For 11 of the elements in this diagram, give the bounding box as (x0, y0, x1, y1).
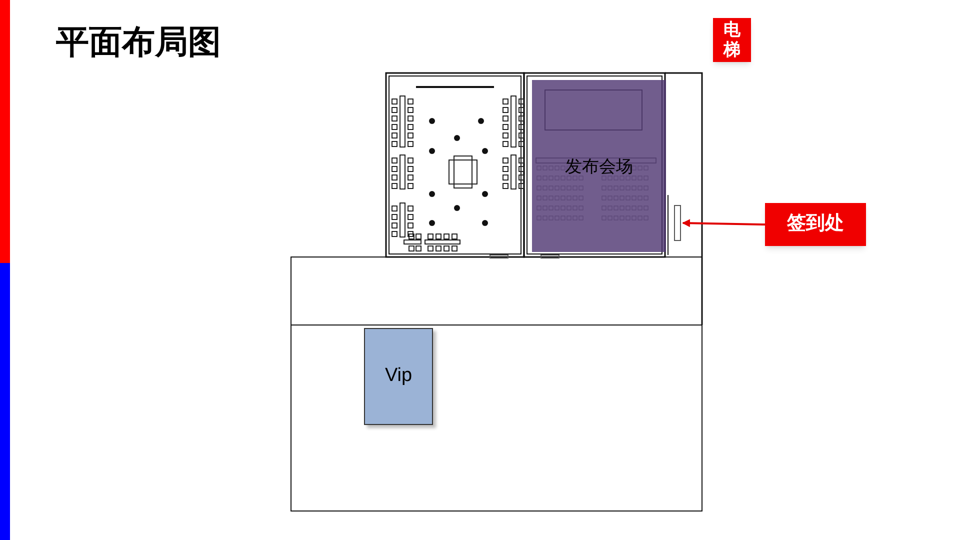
sign-in-label-box (765, 203, 866, 246)
elevator-label-box (713, 18, 751, 62)
node-label: 发布会场 (565, 156, 633, 178)
node-label: Vip (384, 364, 412, 388)
node-label: 签到处 (787, 212, 844, 236)
arrow (682, 219, 766, 228)
vip-room (364, 328, 433, 425)
node-label: 电梯 (724, 20, 740, 60)
sign-in-desk (674, 205, 681, 241)
page-title: 平面布局图 (56, 22, 221, 62)
venue-area (532, 80, 666, 252)
